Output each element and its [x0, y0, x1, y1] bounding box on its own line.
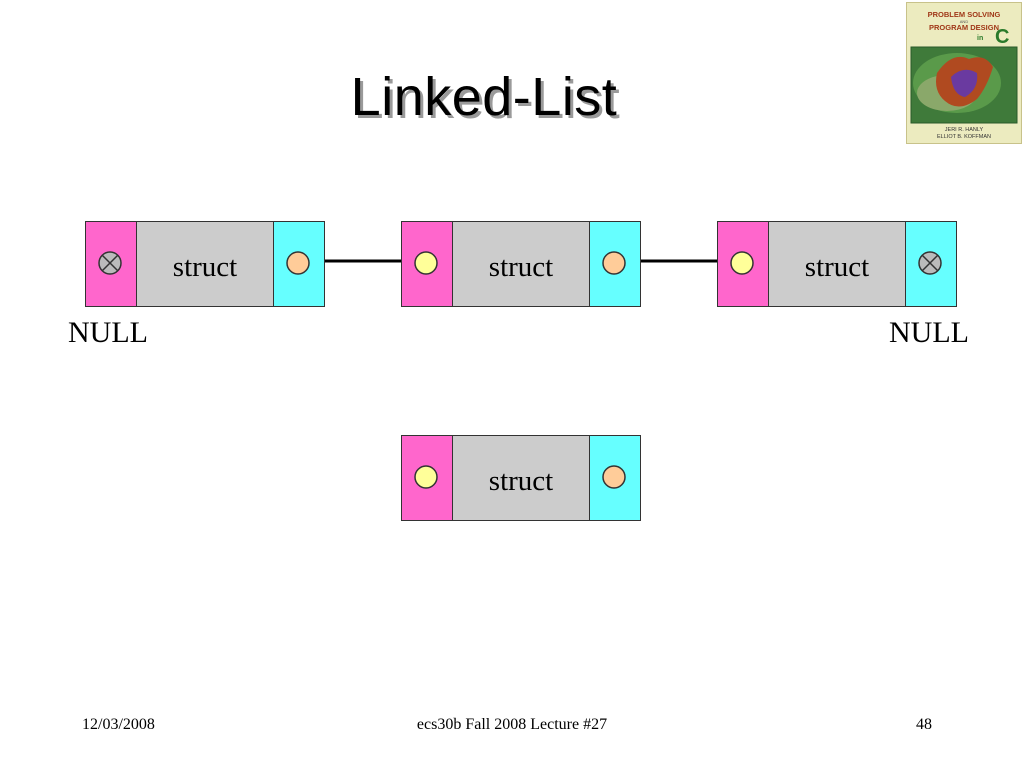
data-field: struct [453, 222, 589, 306]
next-field [273, 222, 324, 306]
null-label-left: NULL [68, 316, 148, 349]
circle-icon [414, 465, 438, 489]
slide-title: Linked-List [350, 67, 618, 127]
footer-page-number: 48 [916, 716, 932, 733]
book-cover-art [910, 46, 1018, 124]
prev-field [402, 222, 453, 306]
next-field [589, 436, 640, 520]
circle-icon [602, 465, 626, 489]
cover-title-line1: PROBLEM SOLVING [927, 10, 1001, 19]
cover-author-2: ELLIOT B. KOFFMAN [937, 134, 991, 140]
circle-x-icon [918, 251, 942, 275]
circle-icon [286, 251, 310, 275]
cover-title-line2: PROGRAM DESIGN [928, 23, 999, 32]
prev-field [86, 222, 137, 306]
data-field: struct [453, 436, 589, 520]
cover-title-and: AND [959, 19, 969, 24]
cover-title-c: C [995, 26, 1010, 48]
list-node-new: struct [401, 435, 641, 521]
data-field: struct [137, 222, 273, 306]
list-node-3: struct [717, 221, 957, 307]
list-node-1: struct [85, 221, 325, 307]
circle-icon [602, 251, 626, 275]
book-cover-image: PROBLEM SOLVING AND PROGRAM DESIGN in C … [906, 2, 1022, 144]
data-field: struct [769, 222, 905, 306]
footer-date: 12/03/2008 [82, 716, 155, 733]
prev-field [718, 222, 769, 306]
next-field [589, 222, 640, 306]
cover-title-in: in [977, 35, 984, 42]
circle-x-icon [98, 251, 122, 275]
circle-icon [730, 251, 754, 275]
cover-author-1: JERI R. HANLY [944, 127, 984, 133]
list-node-2: struct [401, 221, 641, 307]
circle-icon [414, 251, 438, 275]
prev-field [402, 436, 453, 520]
footer-course: ecs30b Fall 2008 Lecture #27 [416, 716, 608, 733]
null-label-right: NULL [889, 316, 969, 349]
next-field [905, 222, 956, 306]
